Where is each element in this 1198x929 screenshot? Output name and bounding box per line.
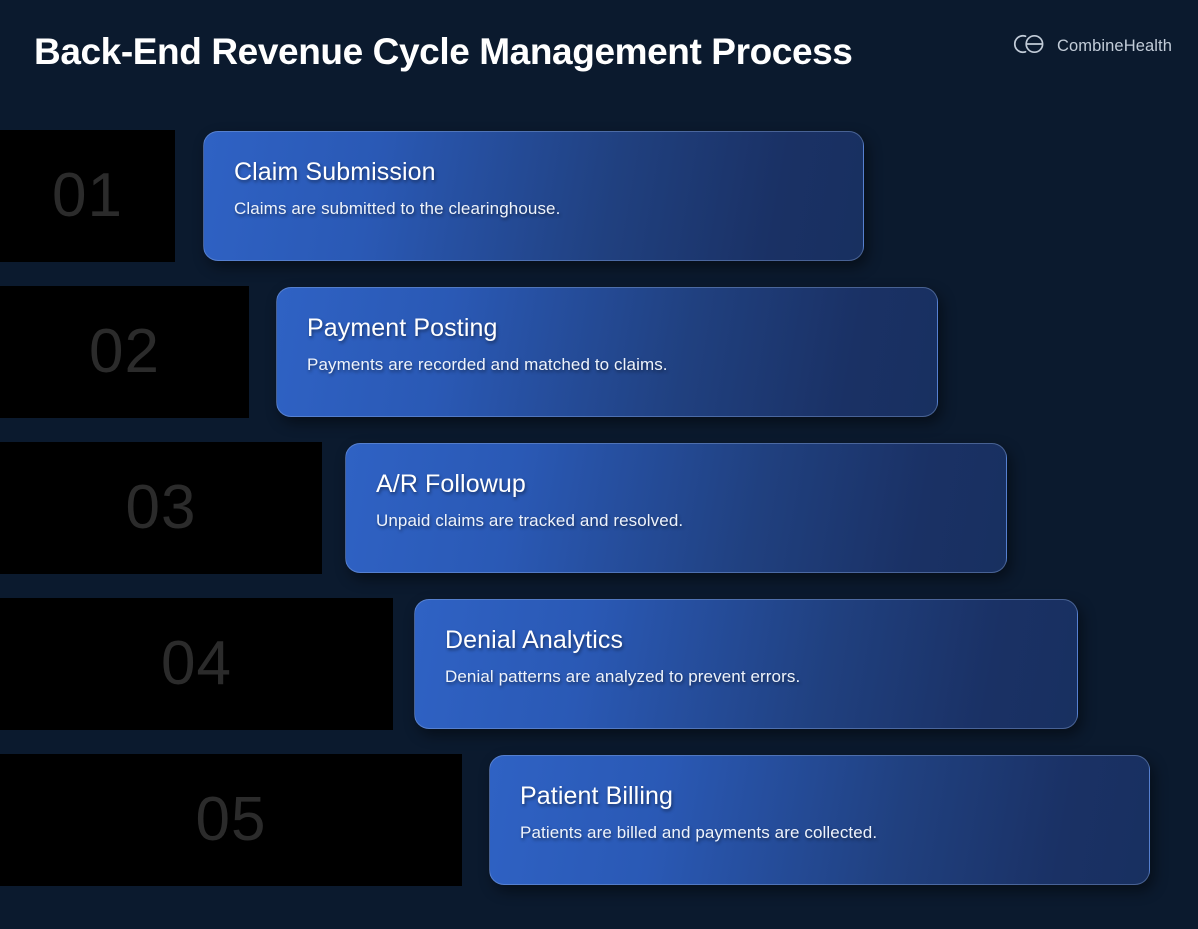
combinehealth-ch-monogram-icon [1012, 33, 1046, 60]
step-title: Patient Billing [520, 782, 673, 810]
step-number: 01 [52, 161, 123, 230]
step-description: Unpaid claims are tracked and resolved. [376, 510, 684, 530]
step-title: Claim Submission [234, 158, 436, 186]
step-title: Denial Analytics [445, 626, 624, 654]
step-number-block: 04 [0, 598, 393, 730]
step-number: 05 [195, 785, 267, 854]
step-description: Payments are recorded and matched to cla… [307, 354, 668, 374]
step-description: Patients are billed and payments are col… [520, 822, 878, 842]
page-title: Back-End Revenue Cycle Management Proces… [34, 31, 853, 72]
brand-lockup: CombineHealth [1012, 33, 1172, 60]
step-number: 02 [89, 317, 160, 386]
step-description: Claims are submitted to the clearinghous… [234, 198, 561, 218]
step-number-block: 02 [0, 286, 249, 418]
step-number: 03 [125, 473, 197, 542]
slide-header: Back-End Revenue Cycle Management Proces… [0, 0, 1198, 112]
step-description: Denial patterns are analyzed to prevent … [445, 666, 801, 686]
brand-name: CombineHealth [1056, 37, 1172, 55]
step-title: Payment Posting [307, 314, 498, 342]
step-number: 04 [161, 629, 232, 698]
step-number-block: 05 [0, 754, 462, 886]
step-number-block: 01 [0, 130, 175, 262]
step-number-block: 03 [0, 442, 322, 574]
step-title: A/R Followup [376, 470, 526, 498]
